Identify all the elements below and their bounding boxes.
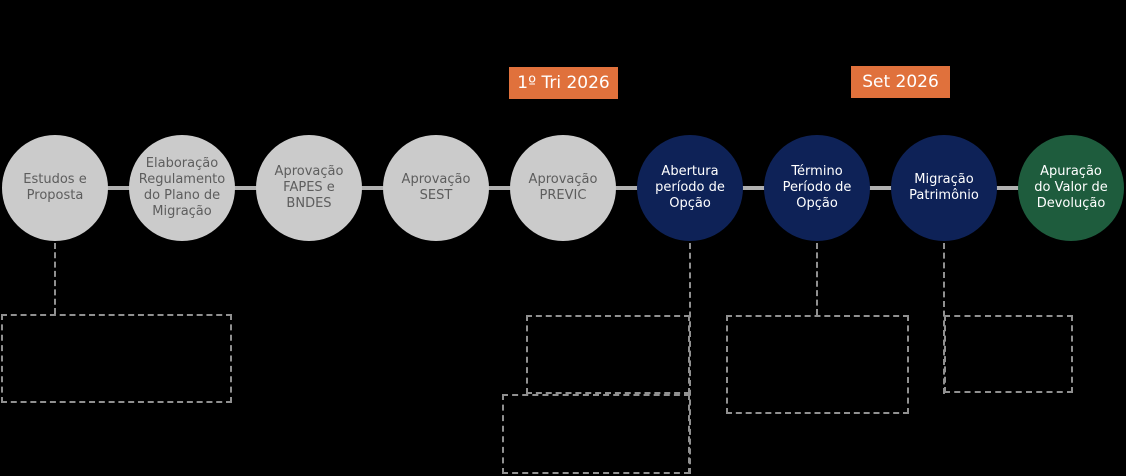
annotation-box-abertura-top	[526, 315, 690, 394]
date-badge-label: Set 2026	[862, 72, 939, 92]
dashed-connector-abertura	[689, 243, 691, 474]
date-badge-1tri2026: 1º Tri 2026	[509, 67, 618, 99]
annotation-box-estudos	[1, 314, 232, 403]
annotation-box-migracao	[944, 315, 1073, 393]
dashed-connector-estudos	[54, 243, 56, 314]
step-label: Migração Patrimônio	[909, 172, 979, 203]
step-termino-periodo-opcao: Término Período de Opção	[764, 135, 870, 241]
step-estudos-proposta: Estudos e Proposta	[2, 135, 108, 241]
annotation-box-termino	[726, 315, 909, 414]
step-label: Aprovação PREVIC	[528, 172, 598, 203]
step-aprovacao-previc: Aprovação PREVIC	[510, 135, 616, 241]
step-label: Abertura período de Opção	[655, 164, 725, 211]
step-aprovacao-sest: Aprovação SEST	[383, 135, 489, 241]
step-label: Aprovação FAPES e BNDES	[274, 164, 344, 211]
step-label: Elaboração Regulamento do Plano de Migra…	[138, 156, 226, 219]
step-label: Aprovação SEST	[401, 172, 471, 203]
step-label: Apuração do Valor de Devolução	[1034, 164, 1108, 211]
step-apuracao-valor-devolucao: Apuração do Valor de Devolução	[1018, 135, 1124, 241]
step-elaboracao-regulamento: Elaboração Regulamento do Plano de Migra…	[129, 135, 235, 241]
step-aprovacao-fapes-bndes: Aprovação FAPES e BNDES	[256, 135, 362, 241]
step-abertura-periodo-opcao: Abertura período de Opção	[637, 135, 743, 241]
step-label: Estudos e Proposta	[23, 172, 87, 203]
date-badge-label: 1º Tri 2026	[517, 73, 610, 93]
dashed-connector-termino	[816, 243, 818, 315]
annotation-box-abertura-bottom	[502, 394, 690, 474]
step-label: Término Período de Opção	[782, 164, 852, 211]
date-badge-set2026: Set 2026	[851, 66, 950, 98]
step-migracao-patrimonio: Migração Patrimônio	[891, 135, 997, 241]
